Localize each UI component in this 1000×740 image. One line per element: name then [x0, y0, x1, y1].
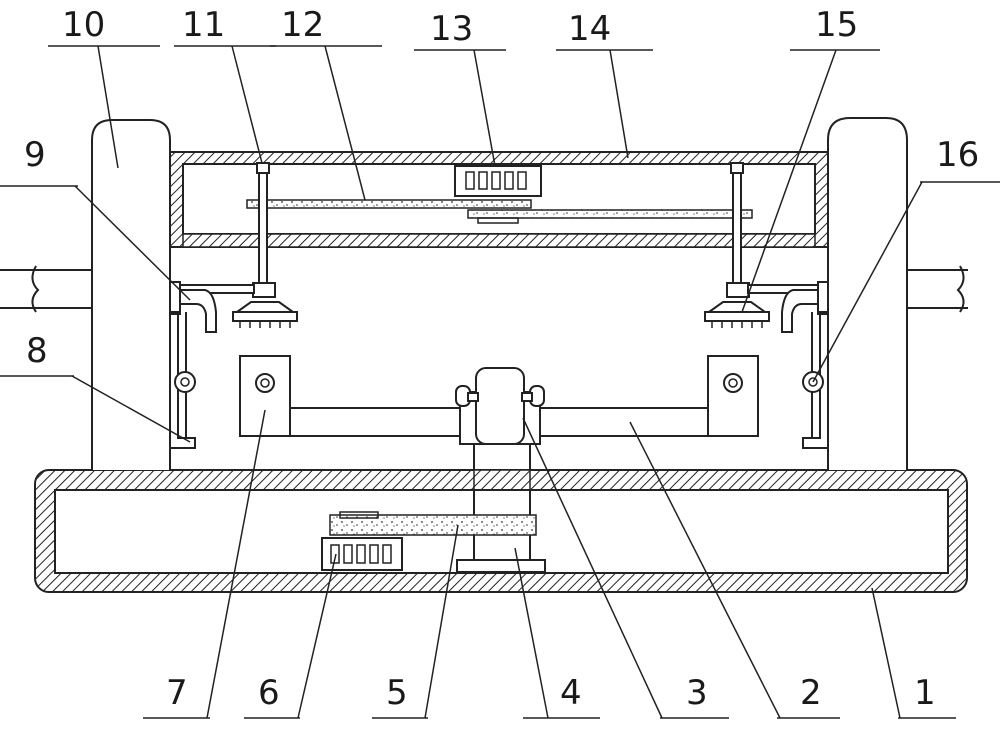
label-14: 14 [568, 9, 611, 49]
label-4: 4 [560, 673, 582, 713]
top-motor [454, 165, 542, 197]
label-8: 8 [26, 331, 48, 371]
label-5: 5 [386, 673, 408, 713]
top-belts [246, 199, 753, 224]
label-9: 9 [24, 135, 46, 175]
label-7: 7 [166, 673, 188, 713]
label-10: 10 [62, 5, 105, 45]
arms [0, 265, 968, 313]
side-pipes [170, 311, 828, 449]
label-12: 12 [281, 5, 324, 45]
callout-labels: 10 11 12 13 14 15 9 16 8 7 6 5 4 3 2 1 [24, 5, 979, 713]
label-2: 2 [800, 673, 822, 713]
label-11: 11 [182, 5, 225, 45]
label-3: 3 [686, 673, 708, 713]
label-13: 13 [430, 9, 473, 49]
nozzles [169, 281, 829, 333]
leader-lines [0, 45, 1000, 719]
label-1: 1 [914, 673, 936, 713]
side-posts [91, 117, 908, 470]
label-6: 6 [258, 673, 280, 713]
label-15: 15 [815, 5, 858, 45]
label-16: 16 [936, 135, 979, 175]
brush-heads [232, 301, 770, 328]
